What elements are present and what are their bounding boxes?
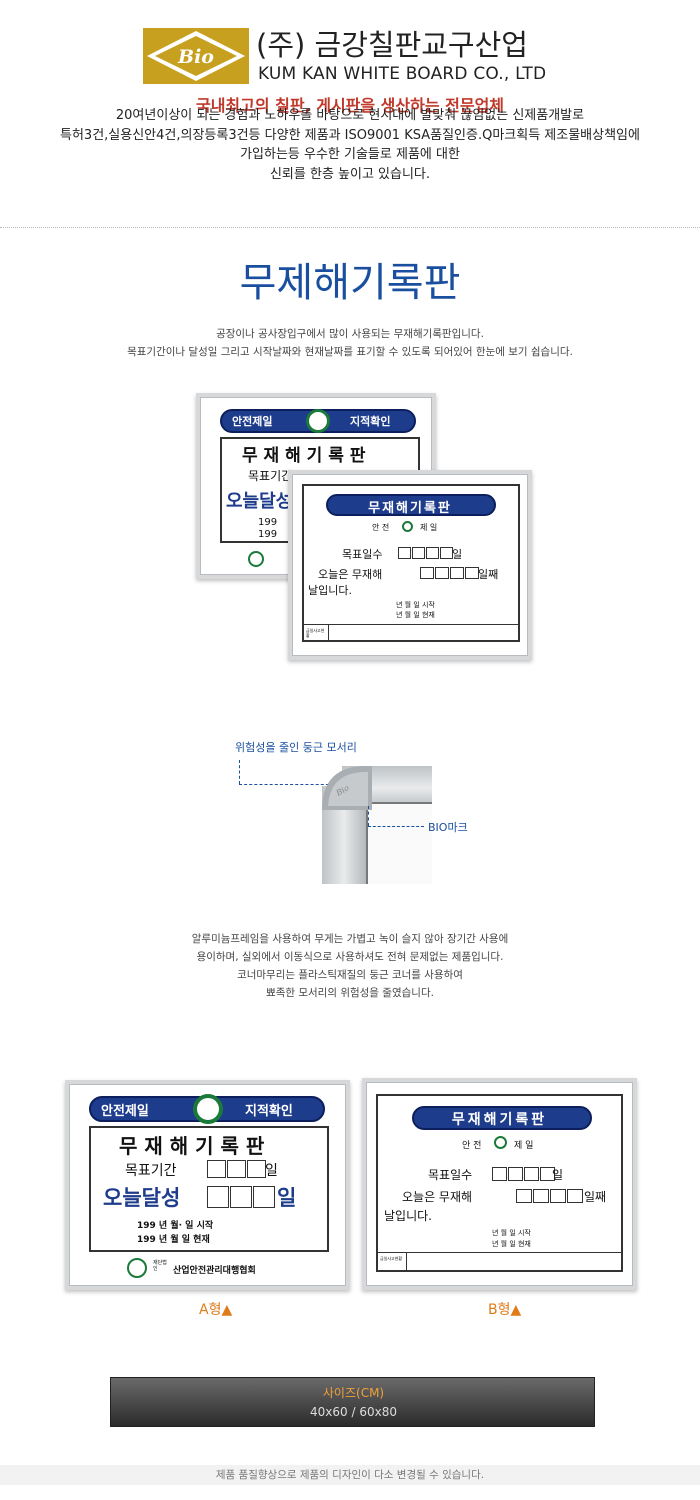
- board-heading: 무 재 해 기 록 판: [119, 1134, 265, 1158]
- date-row-start: 199 년 월· 일 시작: [137, 1221, 214, 1231]
- date-row-start: 년 월 일 시작: [396, 601, 435, 609]
- goal-unit: 일: [265, 1163, 278, 1179]
- achieved-label: 오늘달성: [226, 491, 293, 512]
- board-inner-frame: [89, 1126, 329, 1252]
- description-line: 공장이나 공사장입구에서 많이 사용되는 무재해기록판입니다.: [216, 328, 484, 340]
- footer-note: 제품 품질향상으로 제품의 디자인이 다소 변경될 수 있습니다.: [0, 1465, 700, 1485]
- banner-right-text: 지적확인: [245, 1104, 293, 1119]
- corner-detail-image: Bio: [322, 766, 432, 884]
- goal-label: 목표기간: [125, 1163, 177, 1179]
- subline-left: 안 전: [372, 523, 390, 532]
- date-row-start: 년 월 일 시작: [492, 1229, 531, 1237]
- company-intro: 20여년이상이 되는 경험과 노하우를 바탕으로 현시대에 발맞춰 끊임없는 신…: [0, 106, 700, 184]
- bio-logo-icon: Bio: [143, 28, 249, 84]
- banner-right-text: 지적확인: [350, 415, 391, 428]
- bio-mark-label: BIO마크: [428, 821, 468, 834]
- type-a-label: A형▲: [199, 1302, 233, 1318]
- size-title: 사이즈(CM): [322, 1386, 385, 1400]
- product-description: 공장이나 공사장입구에서 많이 사용되는 무재해기록판입니다. 목표기간이나 달…: [0, 325, 700, 361]
- goal-unit: 일: [452, 548, 463, 561]
- intro-line: 신뢰를 한층 높이고 있습니다.: [269, 166, 431, 182]
- today-boxes: [420, 567, 479, 579]
- leader-line: [368, 806, 369, 826]
- today-boxes: [516, 1189, 583, 1203]
- green-o-icon: [494, 1136, 507, 1149]
- intro-line: 특허3건,실용신안4건,의장등록3건등 다양한 제품과 ISO9001 KSA품…: [60, 127, 640, 143]
- board-heading: 무 재 해 기 록 판: [242, 446, 366, 466]
- footer-divider-v: [406, 1252, 407, 1272]
- year-text: 199: [258, 529, 278, 540]
- banner-left-text: 안전제일: [101, 1104, 149, 1119]
- org-emblem-icon: [248, 551, 264, 567]
- feature-description: 알루미늄프레임을 사용하여 무게는 가볍고 녹이 슬지 않아 장기간 사용에 용…: [0, 930, 700, 1002]
- type-b-label: B형▲: [488, 1302, 522, 1318]
- goal-boxes: [207, 1160, 266, 1178]
- title-banner: [326, 494, 496, 516]
- date-row-now: 년 월 일 현재: [492, 1240, 531, 1248]
- date-row-now: 년 월 일 현재: [396, 611, 435, 619]
- banner-text: 무재해기록판: [451, 1112, 548, 1128]
- feature-line: 알루미늄프레임을 사용하여 무게는 가볍고 녹이 슬지 않아 장기간 사용에: [191, 933, 509, 945]
- logo-text: Bio: [177, 46, 214, 68]
- org-small: 재단법인: [153, 1260, 167, 1272]
- org-emblem-icon: [127, 1258, 147, 1278]
- title-banner: [412, 1106, 592, 1130]
- today-label: 오늘은 무재해: [402, 1190, 473, 1204]
- section-divider: [0, 227, 700, 228]
- company-logo: Bio: [143, 28, 249, 84]
- company-name-en: KUM KAN WHITE BOARD CO., LTD: [258, 64, 547, 84]
- board-b-photo-top: 무재해기록판 안 전 제 일 목표일수 일 오늘은 무재해 일째 날입니다. 년…: [288, 470, 532, 660]
- green-o-icon: [306, 409, 330, 433]
- leader-line: [239, 784, 334, 785]
- goal-unit: 일: [552, 1168, 564, 1182]
- footer-divider: [304, 624, 518, 625]
- date-row-now: 199 년 월 일 현재: [137, 1235, 210, 1245]
- achieved-label: 오늘달성: [103, 1186, 181, 1210]
- description-line: 목표기간이나 달성일 그리고 시작날짜와 현재날짜를 표기할 수 있도록 되어있…: [127, 346, 573, 358]
- subline-right: 제 일: [420, 523, 438, 532]
- goal-boxes: [398, 547, 453, 559]
- product-title: 무제해기록판: [239, 260, 461, 306]
- board-b-type: 무재해기록판 안 전 제 일 목표일수 일 오늘은 무재해 일째 날입니다. 년…: [362, 1078, 637, 1290]
- subline-right: 제 일: [514, 1141, 534, 1151]
- leader-line: [368, 826, 424, 827]
- today-unit: 일째: [584, 1190, 607, 1204]
- green-o-icon: [193, 1094, 223, 1124]
- goal-label: 목표일수: [342, 548, 383, 561]
- today-unit: 일째: [478, 568, 499, 581]
- size-info-bar: 사이즈(CM) 40x60 / 60x80: [110, 1377, 595, 1427]
- leader-line: [239, 760, 240, 784]
- rounded-corner-label: 위험성을 줄인 둥근 모서리: [235, 741, 357, 754]
- org-name: 산업안전관리대행협회: [173, 1266, 256, 1276]
- size-values: 40x60 / 60x80: [310, 1405, 397, 1419]
- footer-divider: [378, 1252, 621, 1253]
- banner-left-text: 안전제일: [232, 415, 273, 428]
- line3: 날입니다.: [308, 584, 352, 597]
- achieved-boxes: [207, 1186, 275, 1208]
- green-o-icon: [402, 521, 413, 532]
- banner-text: 무재해기록판: [368, 501, 452, 516]
- feature-line: 용이하며, 실외에서 이동식으로 사용하셔도 전혀 문제없는 제품입니다.: [196, 951, 504, 963]
- tagline: 국내최고의 칠판, 게시판을 생산하는 전문업체: [195, 96, 505, 115]
- achieved-unit: 일: [277, 1186, 297, 1210]
- footer-label: 금일사고현황: [306, 628, 325, 638]
- company-name-kr: (주) 금강칠판교구산업: [256, 28, 528, 62]
- today-label: 오늘은 무재해: [318, 568, 383, 581]
- footer-label: 금일사고현황: [380, 1256, 403, 1261]
- board-a-type: 안전제일 지적확인 무 재 해 기 록 판 목표기간 일 오늘달성 일 199 …: [65, 1080, 350, 1290]
- goal-boxes: [492, 1167, 555, 1181]
- goal-label: 목표기간: [248, 469, 293, 483]
- footer-divider-v: [328, 624, 329, 642]
- goal-label: 목표일수: [428, 1168, 473, 1182]
- feature-line: 코너마무리는 플라스틱재질의 둥근 코너를 사용하여: [237, 969, 463, 981]
- line3: 날입니다.: [384, 1209, 432, 1223]
- year-text: 199: [258, 517, 278, 528]
- intro-line: 가입하는등 우수한 기술들로 제품에 대한: [240, 147, 460, 162]
- subline-left: 안 전: [462, 1141, 482, 1151]
- intro-line: 20여년이상이 되는 경험과 노하우를 바탕으로 현시대에 발맞춰 끊임없는 신…: [115, 108, 585, 123]
- feature-line: 뾰족한 모서리의 위험성을 줄였습니다.: [266, 987, 434, 999]
